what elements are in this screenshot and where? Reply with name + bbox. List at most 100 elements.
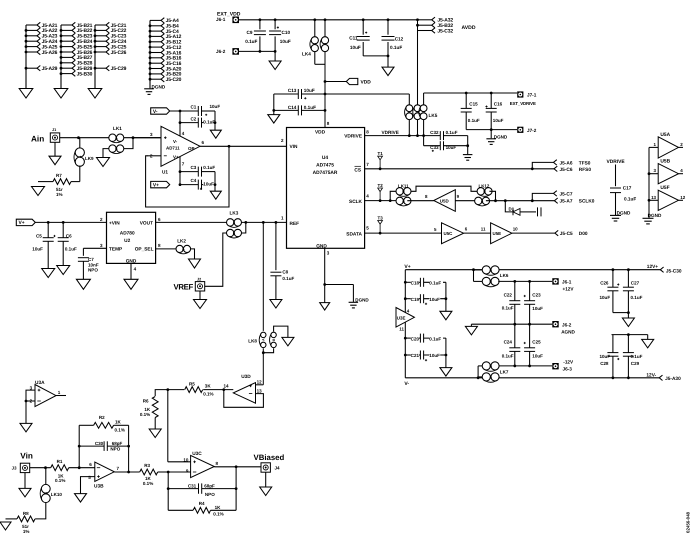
svg-text:1K: 1K	[215, 505, 222, 510]
svg-text:C: C	[422, 110, 426, 113]
svg-text:R4: R4	[199, 501, 205, 506]
svg-text:10uF: 10uF	[350, 45, 361, 50]
svg-text:6: 6	[465, 227, 468, 232]
svg-text:J5-B4: J5-B4	[166, 24, 179, 30]
svg-text:C14: C14	[288, 105, 297, 110]
svg-text:0.1uF: 0.1uF	[390, 45, 402, 50]
svg-text:J5-B24: J5-B24	[77, 39, 93, 45]
svg-text:A: A	[481, 199, 484, 203]
svg-text:LK2: LK2	[177, 238, 186, 243]
svg-text:J5-B29: J5-B29	[77, 66, 93, 72]
svg-text:3: 3	[100, 243, 103, 248]
svg-text:J5-A21: J5-A21	[42, 23, 58, 29]
svg-text:C10: C10	[282, 30, 291, 35]
svg-text:13: 13	[651, 195, 656, 200]
svg-text:1K: 1K	[58, 473, 65, 478]
svg-text:10uF: 10uF	[600, 295, 611, 300]
svg-text:B: B	[323, 42, 327, 45]
svg-text:J6-2: J6-2	[216, 49, 226, 54]
svg-text:T2: T2	[378, 183, 384, 188]
svg-text:2: 2	[281, 138, 284, 143]
svg-text:VBiased: VBiased	[254, 453, 285, 462]
svg-text:3K: 3K	[205, 383, 212, 388]
svg-text:J5-C6: J5-C6	[560, 167, 573, 173]
svg-text:U5C: U5C	[444, 231, 454, 236]
svg-text:0.1uF: 0.1uF	[282, 276, 294, 281]
svg-text:0.1uF: 0.1uF	[446, 130, 458, 135]
svg-text:J5-B28: J5-B28	[77, 61, 93, 67]
svg-text:V+: V+	[153, 182, 159, 188]
svg-text:VREF: VREF	[174, 282, 194, 291]
svg-text:J5-C5: J5-C5	[560, 231, 573, 237]
svg-text:NPO: NPO	[110, 447, 120, 452]
svg-text:J5-C16: J5-C16	[166, 61, 182, 67]
svg-text:0.1uF: 0.1uF	[631, 295, 643, 300]
svg-text:0.1uF: 0.1uF	[502, 354, 514, 359]
svg-text:R1: R1	[57, 459, 63, 464]
svg-text:+VIN: +VIN	[109, 221, 120, 227]
svg-text:J5-C30: J5-C30	[666, 268, 682, 274]
svg-text:AGND: AGND	[561, 330, 575, 335]
svg-text:C30: C30	[95, 441, 104, 446]
svg-text:C19: C19	[411, 297, 420, 302]
svg-text:U1: U1	[162, 169, 168, 174]
svg-text:0.1%: 0.1%	[213, 512, 223, 517]
svg-text:1%: 1%	[56, 192, 63, 197]
svg-text:4: 4	[366, 194, 369, 199]
svg-text:C13: C13	[288, 88, 297, 93]
svg-text:U4: U4	[322, 155, 329, 161]
svg-text:B: B	[233, 231, 236, 235]
svg-text:RFS0: RFS0	[579, 167, 592, 173]
svg-text:C11: C11	[349, 36, 358, 41]
svg-text:9: 9	[186, 469, 189, 474]
svg-text:J5-A4: J5-A4	[166, 18, 179, 24]
svg-text:J5-C22: J5-C22	[111, 28, 127, 34]
svg-text:U3C: U3C	[192, 451, 202, 457]
svg-text:J5-A12: J5-A12	[166, 34, 182, 40]
svg-text:2: 2	[680, 142, 683, 147]
svg-text:C8: C8	[282, 269, 288, 274]
svg-text:LK12: LK12	[479, 184, 490, 189]
svg-text:10uF: 10uF	[280, 39, 291, 44]
svg-text:REF: REF	[290, 221, 300, 227]
svg-text:A: A	[262, 338, 266, 341]
svg-text:10uF: 10uF	[203, 181, 214, 186]
svg-text:A: A	[233, 221, 236, 225]
svg-text:A: A	[402, 199, 405, 203]
svg-text:J5-A6: J5-A6	[560, 160, 573, 166]
svg-text:10uF: 10uF	[532, 354, 543, 359]
svg-text:12: 12	[257, 380, 263, 385]
svg-text:1%: 1%	[23, 529, 30, 534]
svg-text:B: B	[416, 110, 420, 113]
svg-text:B: B	[483, 190, 486, 194]
svg-text:C2: C2	[190, 116, 196, 121]
svg-text:DGND: DGND	[648, 213, 662, 218]
svg-text:C9: C9	[247, 30, 253, 35]
svg-text:EXT_VDD: EXT_VDD	[217, 11, 241, 17]
svg-text:D1: D1	[509, 206, 515, 211]
svg-text:12V+: 12V+	[647, 264, 658, 270]
svg-text:J5-B23: J5-B23	[77, 34, 93, 40]
svg-text:U3E: U3E	[397, 315, 406, 320]
svg-text:1K: 1K	[145, 476, 152, 481]
svg-text:J5-A32: J5-A32	[437, 18, 453, 24]
svg-text:+12V: +12V	[563, 287, 575, 292]
svg-text:3: 3	[327, 250, 330, 255]
svg-text:SDATA: SDATA	[346, 231, 362, 237]
svg-text:AD7475: AD7475	[316, 162, 334, 168]
svg-text:U5A: U5A	[660, 132, 670, 138]
svg-text:C5: C5	[36, 234, 42, 239]
svg-text:V+: V+	[404, 264, 410, 270]
svg-text:1: 1	[654, 142, 657, 147]
svg-text:DGND: DGND	[355, 298, 369, 303]
svg-text:GND: GND	[316, 243, 327, 249]
svg-text:C27: C27	[631, 281, 640, 286]
svg-text:V+: V+	[19, 220, 25, 226]
svg-text:J5-C25: J5-C25	[111, 44, 127, 50]
svg-text:B: B	[489, 364, 492, 368]
svg-text:NPO: NPO	[88, 267, 98, 272]
svg-text:13: 13	[257, 389, 263, 394]
svg-text:J5-A7: J5-A7	[560, 199, 573, 205]
svg-text:V-: V-	[153, 109, 158, 115]
svg-text:8: 8	[425, 194, 428, 199]
